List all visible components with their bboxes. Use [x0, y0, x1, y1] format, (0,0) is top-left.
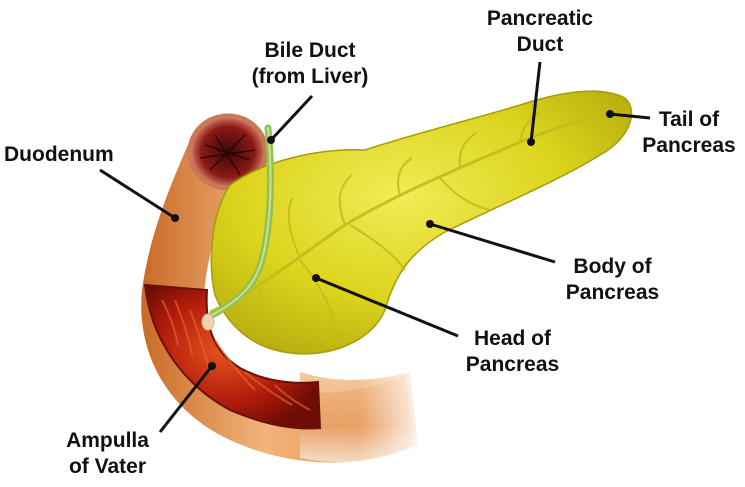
leader-body: [430, 224, 555, 262]
label-ampulla-line2: of Vater: [55, 454, 160, 480]
label-duodenum-line1: Duodenum: [4, 142, 114, 168]
label-head: Head of Pancreas: [455, 326, 570, 378]
label-bile-duct-line1: Bile Duct: [240, 38, 380, 64]
leader-bile-duct: [271, 96, 312, 140]
label-head-line2: Pancreas: [455, 352, 570, 378]
leader-duodenum: [100, 170, 175, 218]
label-body-line2: Pancreas: [555, 280, 670, 306]
label-pancreatic-duct-line1: Pancreatic: [470, 6, 610, 32]
label-bile-duct: Bile Duct (from Liver): [240, 38, 380, 90]
label-body: Body of Pancreas: [555, 254, 670, 306]
label-tail-line2: Pancreas: [634, 133, 744, 159]
label-ampulla-line1: Ampulla: [55, 428, 160, 454]
label-tail: Tail of Pancreas: [634, 107, 744, 159]
label-bile-duct-line2: (from Liver): [240, 64, 380, 90]
label-tail-line1: Tail of: [634, 107, 744, 133]
label-head-line1: Head of: [455, 326, 570, 352]
label-ampulla: Ampulla of Vater: [55, 428, 160, 480]
label-pancreatic-duct-line2: Duct: [470, 32, 610, 58]
label-pancreatic-duct: Pancreatic Duct: [470, 6, 610, 58]
label-body-line1: Body of: [555, 254, 670, 280]
label-duodenum: Duodenum: [4, 142, 114, 168]
pancreas-shape: [210, 91, 632, 354]
